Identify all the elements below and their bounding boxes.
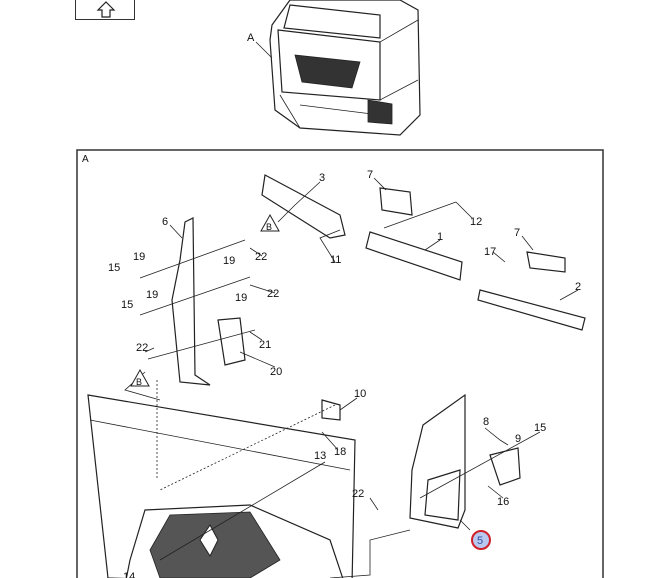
callout: 3 <box>319 172 325 184</box>
callout: 19 <box>146 289 158 301</box>
detail-frame <box>76 149 604 578</box>
svg-text:B: B <box>266 222 272 232</box>
part-shapes <box>87 174 586 578</box>
callout: 2 <box>575 281 581 293</box>
leader-line <box>255 41 273 59</box>
callout: 16 <box>497 496 509 508</box>
callout: 15 <box>534 422 546 434</box>
callout: 1 <box>437 231 443 243</box>
callout: 11 <box>330 254 341 266</box>
callout: 22 <box>352 488 364 500</box>
leader-lines <box>124 177 579 578</box>
callout: 10 <box>354 388 366 400</box>
reference-marker-b: B <box>260 213 280 232</box>
up-navigation-button[interactable] <box>75 0 135 20</box>
truck-overview-illustration <box>269 0 421 136</box>
callout: 8 <box>483 416 489 428</box>
reference-marker-b: B <box>130 368 150 387</box>
callout: 17 <box>484 246 496 258</box>
callout: 22 <box>267 288 279 300</box>
callout: 6 <box>162 216 168 228</box>
callout: 20 <box>270 366 282 378</box>
svg-text:B: B <box>136 377 142 387</box>
callout: 19 <box>133 251 145 263</box>
callout: 9 <box>515 433 521 445</box>
callout: 12 <box>470 216 482 228</box>
callout: 15 <box>108 262 120 274</box>
highlighted-callout-5[interactable]: 5 <box>471 530 491 550</box>
svg-text:5: 5 <box>477 535 483 547</box>
callout: 22 <box>255 251 267 263</box>
callout: 7 <box>367 169 373 181</box>
callout: 15 <box>121 299 133 311</box>
callout: 13 <box>314 450 326 462</box>
detail-frame-label: A <box>82 154 89 165</box>
callout: 21 <box>259 339 271 351</box>
callout: 19 <box>223 255 235 267</box>
callout: 19 <box>235 292 247 304</box>
callout: 18 <box>334 446 346 458</box>
callout-labels: 3 7 12 1 7 17 2 11 6 19 19 22 15 19 19 2… <box>108 169 581 578</box>
overview-callout-a: A <box>247 32 255 44</box>
callout: 22 <box>136 342 148 354</box>
callout: 14 <box>123 571 135 578</box>
callout: 7 <box>514 227 520 239</box>
up-arrow-icon <box>96 1 116 18</box>
